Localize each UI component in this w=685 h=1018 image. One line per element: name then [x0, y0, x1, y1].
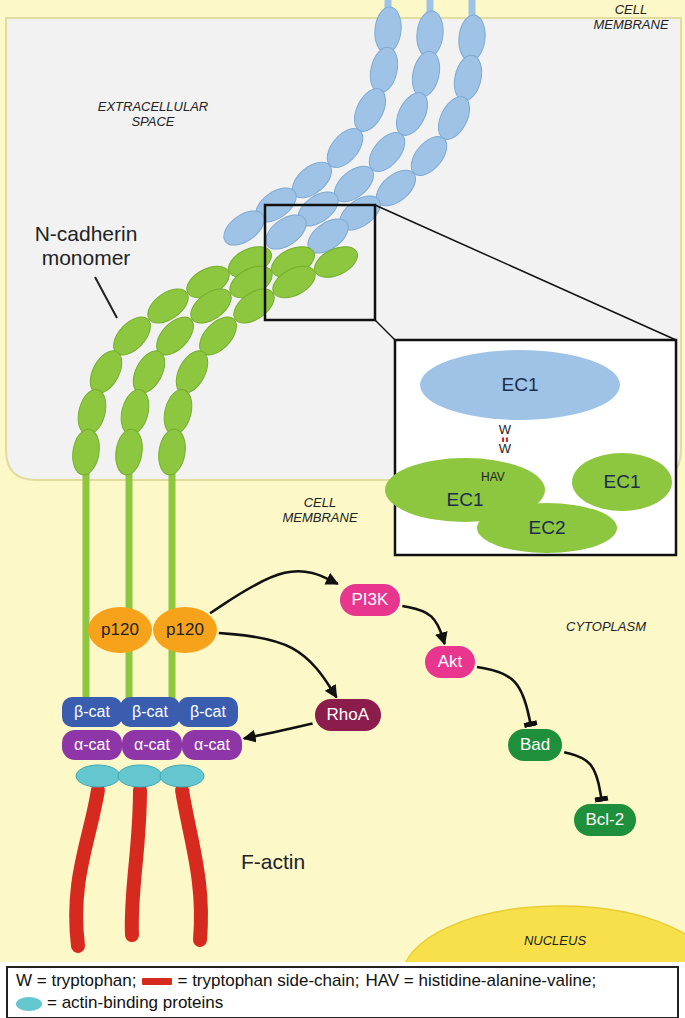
region-label: CYTOPLASM — [556, 620, 656, 635]
zoom-line — [375, 205, 676, 340]
region-label: EXTRACELLULAR SPACE — [84, 100, 222, 130]
cadherin-domain — [170, 346, 214, 399]
beta-catenin: β-cat — [62, 697, 122, 727]
node-label: α-cat — [134, 735, 170, 754]
beta-catenin: β-cat — [178, 697, 238, 727]
node-label: EC1 — [447, 489, 484, 512]
legend: W = tryptophan; HAV = histidine-alanine-v… — [6, 966, 679, 1018]
node-label: β-cat — [74, 702, 110, 721]
cadherin-domain — [127, 346, 171, 399]
part-label: N-cadherin monomer — [20, 222, 152, 270]
signal-protein: Bcl-2 — [574, 804, 637, 836]
cadherin-domain — [310, 240, 363, 283]
zoom-box — [265, 205, 375, 320]
node-label: β-cat — [132, 702, 168, 721]
node-label: α-cat — [74, 735, 110, 754]
activation-arrow — [244, 723, 313, 738]
legend-entry: = actin-binding proteins — [16, 993, 223, 1013]
node-label: α-cat — [194, 735, 230, 754]
alpha-catenin: α-cat — [182, 730, 242, 760]
legend-label: = tryptophan side-chain; — [177, 971, 359, 991]
beta-catenin: β-cat — [120, 697, 180, 727]
activation-arrow — [402, 606, 444, 644]
alpha-catenin: α-cat — [62, 730, 122, 760]
cytoplasm-ground — [0, 0, 685, 962]
cadherin-domain — [84, 346, 128, 399]
nucleus — [402, 906, 685, 962]
cadherin-stem — [83, 464, 90, 705]
node-label: RhoA — [327, 705, 370, 725]
inhibition-arrow — [564, 752, 601, 799]
activation-arrow — [210, 571, 338, 613]
node-label: Akt — [438, 652, 463, 672]
actin-binding-protein — [76, 765, 204, 787]
ec1-domain: EC1 — [572, 453, 672, 511]
actin-binding-protein — [118, 765, 162, 787]
membrane-label: CELL MEMBRANE — [586, 3, 676, 33]
motif-label: HAV — [476, 470, 510, 484]
node-label: EC1 — [604, 471, 641, 494]
node-label: β-cat — [190, 702, 226, 721]
f-actin-strand — [132, 790, 140, 935]
alpha-catenin: α-cat — [122, 730, 182, 760]
node-label: EC1 — [502, 374, 539, 397]
cadherin-domain — [366, 45, 401, 96]
legend-swatch — [16, 997, 42, 1011]
node-label: p120 — [101, 620, 139, 640]
p120-protein: p120 — [88, 607, 152, 653]
inset-box — [395, 340, 676, 555]
node-label: p120 — [166, 620, 204, 640]
legend-note: HAV = histidine-alanine-valine; — [365, 971, 596, 991]
activation-arrow — [219, 633, 337, 697]
cadherin-domain — [408, 49, 443, 100]
node-label: PI3K — [352, 590, 389, 610]
legend-note: W = tryptophan; — [16, 971, 136, 991]
actin-binding-protein — [160, 765, 204, 787]
cadherin-domain — [156, 427, 189, 476]
cadherin-domain — [268, 260, 321, 305]
legend-entry: = tryptophan side-chain; — [142, 971, 359, 991]
signal-protein: Bad — [508, 729, 562, 761]
actin-binding-protein — [76, 765, 120, 787]
cadherin-domain — [450, 53, 485, 104]
cadherin-domain — [70, 427, 103, 476]
membrane-label: CELL MEMBRANE — [276, 496, 364, 526]
legend-swatch — [142, 978, 172, 985]
p120-protein: p120 — [153, 607, 217, 653]
inhibition-arrow — [477, 667, 531, 724]
residue-label: W — [497, 442, 513, 456]
extracellular-space — [6, 18, 681, 480]
node-label: Bad — [520, 735, 550, 755]
f-actin-strand — [182, 790, 201, 940]
cadherin-stem — [169, 464, 176, 705]
residue-label: W — [497, 423, 513, 437]
signal-protein: PI3K — [340, 584, 401, 616]
cadherin-stem — [126, 464, 133, 705]
f-actin — [76, 790, 201, 946]
cadherin-domain — [113, 427, 146, 476]
zoom-line — [375, 320, 395, 340]
leader-line — [95, 277, 117, 318]
node-label: EC2 — [529, 517, 566, 540]
part-label: F-actin — [228, 850, 318, 874]
ec2-domain: EC2 — [477, 503, 617, 553]
ec1-domain: EC1 — [420, 350, 620, 420]
region-label: NUCLEUS — [505, 934, 605, 949]
legend-label: = actin-binding proteins — [47, 993, 223, 1013]
node-label: Bcl-2 — [586, 810, 625, 830]
signal-protein: Akt — [425, 646, 475, 678]
f-actin-strand — [76, 790, 98, 946]
cadherin-domain — [218, 204, 271, 252]
signal-protein: RhoA — [315, 699, 382, 731]
